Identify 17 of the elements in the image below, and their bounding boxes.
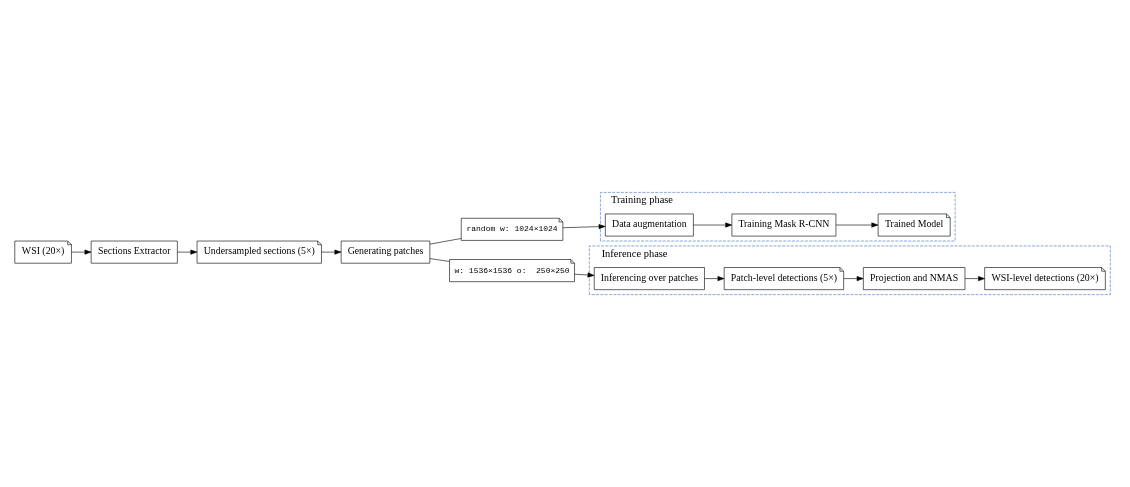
node-box: Generating patches bbox=[340, 240, 431, 264]
arrow bbox=[693, 222, 733, 228]
arrow bbox=[843, 276, 864, 282]
node-box: Projection and NMAS bbox=[863, 267, 966, 290]
node-box: Inferencing over patches bbox=[593, 267, 705, 290]
node-box: Sections Extractor bbox=[90, 240, 178, 264]
arrow bbox=[835, 222, 879, 228]
arrow bbox=[704, 276, 725, 282]
arrow bbox=[562, 224, 606, 230]
arrow bbox=[321, 249, 342, 255]
connector bbox=[429, 258, 450, 262]
node-box: Data augmentation bbox=[605, 213, 694, 237]
arrow bbox=[574, 272, 595, 278]
arrow bbox=[71, 249, 92, 255]
arrow bbox=[964, 276, 985, 282]
node-box: Training Mask R-CNN bbox=[731, 213, 837, 237]
arrow bbox=[177, 249, 198, 255]
